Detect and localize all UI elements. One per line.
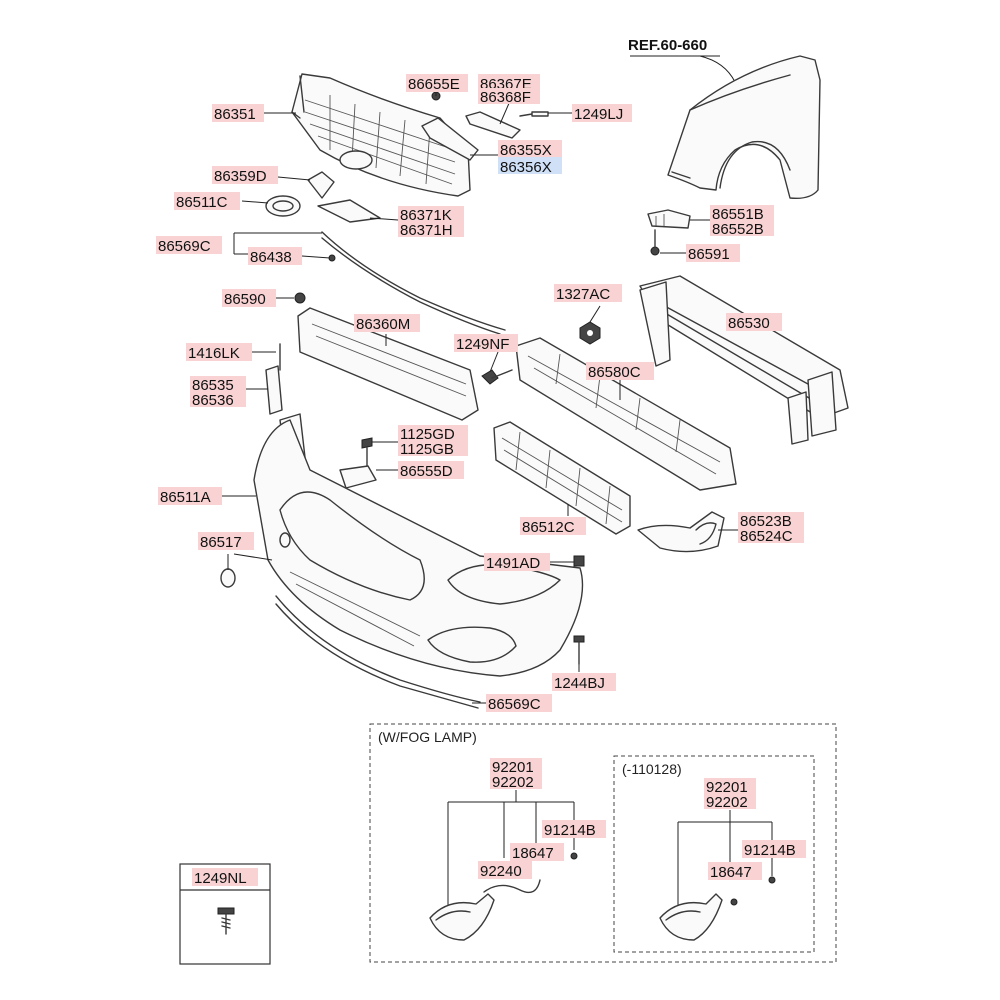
label-86591[interactable]: 86591 [688,246,730,263]
label-1125gb[interactable]: 1125GB [400,441,454,458]
emblem-parts [265,171,381,223]
label-86371k[interactable]: 86371K [400,207,452,224]
label-86356x[interactable]: 86356X [500,159,552,176]
fog-label-91214b[interactable]: 91214B [544,822,596,839]
label-86580c[interactable]: 86580C [588,364,641,381]
label-1244bj[interactable]: 1244BJ [554,675,605,692]
fog-cover [637,511,725,553]
sub-variant-box: (-110128) 92201 92202 91214B 18647 [613,755,815,953]
label-86524c[interactable]: 86524C [740,528,793,545]
label-86511a[interactable]: 86511A [160,489,211,506]
label-86517[interactable]: 86517 [200,534,242,551]
fog-lamp-title: (W/FOG LAMP) [378,729,477,745]
bolt-1125gd [339,437,377,489]
fender-bracket [647,209,691,256]
lower-support [515,337,737,491]
fog-label-18647[interactable]: 18647 [512,845,554,862]
label-86555d[interactable]: 86555D [400,463,453,480]
label-86655e[interactable]: 86655E [408,76,460,93]
label-86536[interactable]: 86536 [192,392,234,409]
label-1416lk[interactable]: 1416LK [188,345,240,362]
clip-86590 [294,292,306,304]
label-1327ac[interactable]: 1327AC [556,286,610,303]
tow-cap [220,568,236,588]
label-1249nf[interactable]: 1249NF [456,336,509,353]
label-86511c[interactable]: 86511C [176,194,228,211]
fender-shape [667,55,821,200]
label-1249lj[interactable]: 1249LJ [574,106,623,123]
label-86368f[interactable]: 86368F [480,89,531,106]
lower-grille [493,421,631,535]
fender-reference: REF.60-660 [628,37,821,200]
upper-cover [297,307,479,421]
bumper-fasteners [573,555,585,665]
sub-label-92201[interactable]: 92201 [706,779,748,796]
legend-title[interactable]: 1249NL [194,870,247,887]
fog-label-92240[interactable]: 92240 [480,863,522,880]
bolt-legend-box: 1249NL [179,863,271,965]
bumper-beam [639,275,849,445]
label-86360m[interactable]: 86360M [356,316,410,333]
sub-label-91214b[interactable]: 91214B [744,842,796,859]
bolt-1249nf [481,369,513,385]
label-86438[interactable]: 86438 [250,249,292,266]
label-86552b[interactable]: 86552B [712,221,764,238]
part-labels: 86351 86655E 86367E 86368F 1249LJ 86355X… [156,74,804,713]
label-1491ad[interactable]: 1491AD [486,555,540,572]
fog-label-92201[interactable]: 92201 [492,759,534,776]
label-86351[interactable]: 86351 [214,106,256,123]
ref-label: REF.60-660 [628,37,707,54]
fog-lamp-box: (W/FOG LAMP) 92201 92202 91214B 18647 92… [369,723,837,963]
front-bumper [253,419,584,677]
label-86590[interactable]: 86590 [224,291,266,308]
label-86530[interactable]: 86530 [728,315,770,332]
leader-lines [222,92,758,704]
radiator-grille [291,73,471,197]
label-86569c-bottom[interactable]: 86569C [488,696,541,713]
sub-label-92202[interactable]: 92202 [706,794,748,811]
label-1125gd[interactable]: 1125GD [400,426,455,443]
label-86355x[interactable]: 86355X [500,142,552,159]
label-86535[interactable]: 86535 [192,377,234,394]
nut-1327ac [579,321,601,345]
label-86523b[interactable]: 86523B [740,513,792,530]
upper-molding [321,231,506,335]
bolt-icon [217,907,235,915]
label-86512c[interactable]: 86512C [522,519,575,536]
sub-box-title: (-110128) [622,761,682,777]
label-86371h[interactable]: 86371H [400,222,453,239]
sub-label-18647[interactable]: 18647 [710,864,752,881]
label-86569c-top[interactable]: 86569C [158,238,211,255]
fog-label-92202[interactable]: 92202 [492,774,534,791]
label-86551b[interactable]: 86551B [712,206,764,223]
label-86359d[interactable]: 86359D [214,168,267,185]
lower-molding [275,595,481,709]
